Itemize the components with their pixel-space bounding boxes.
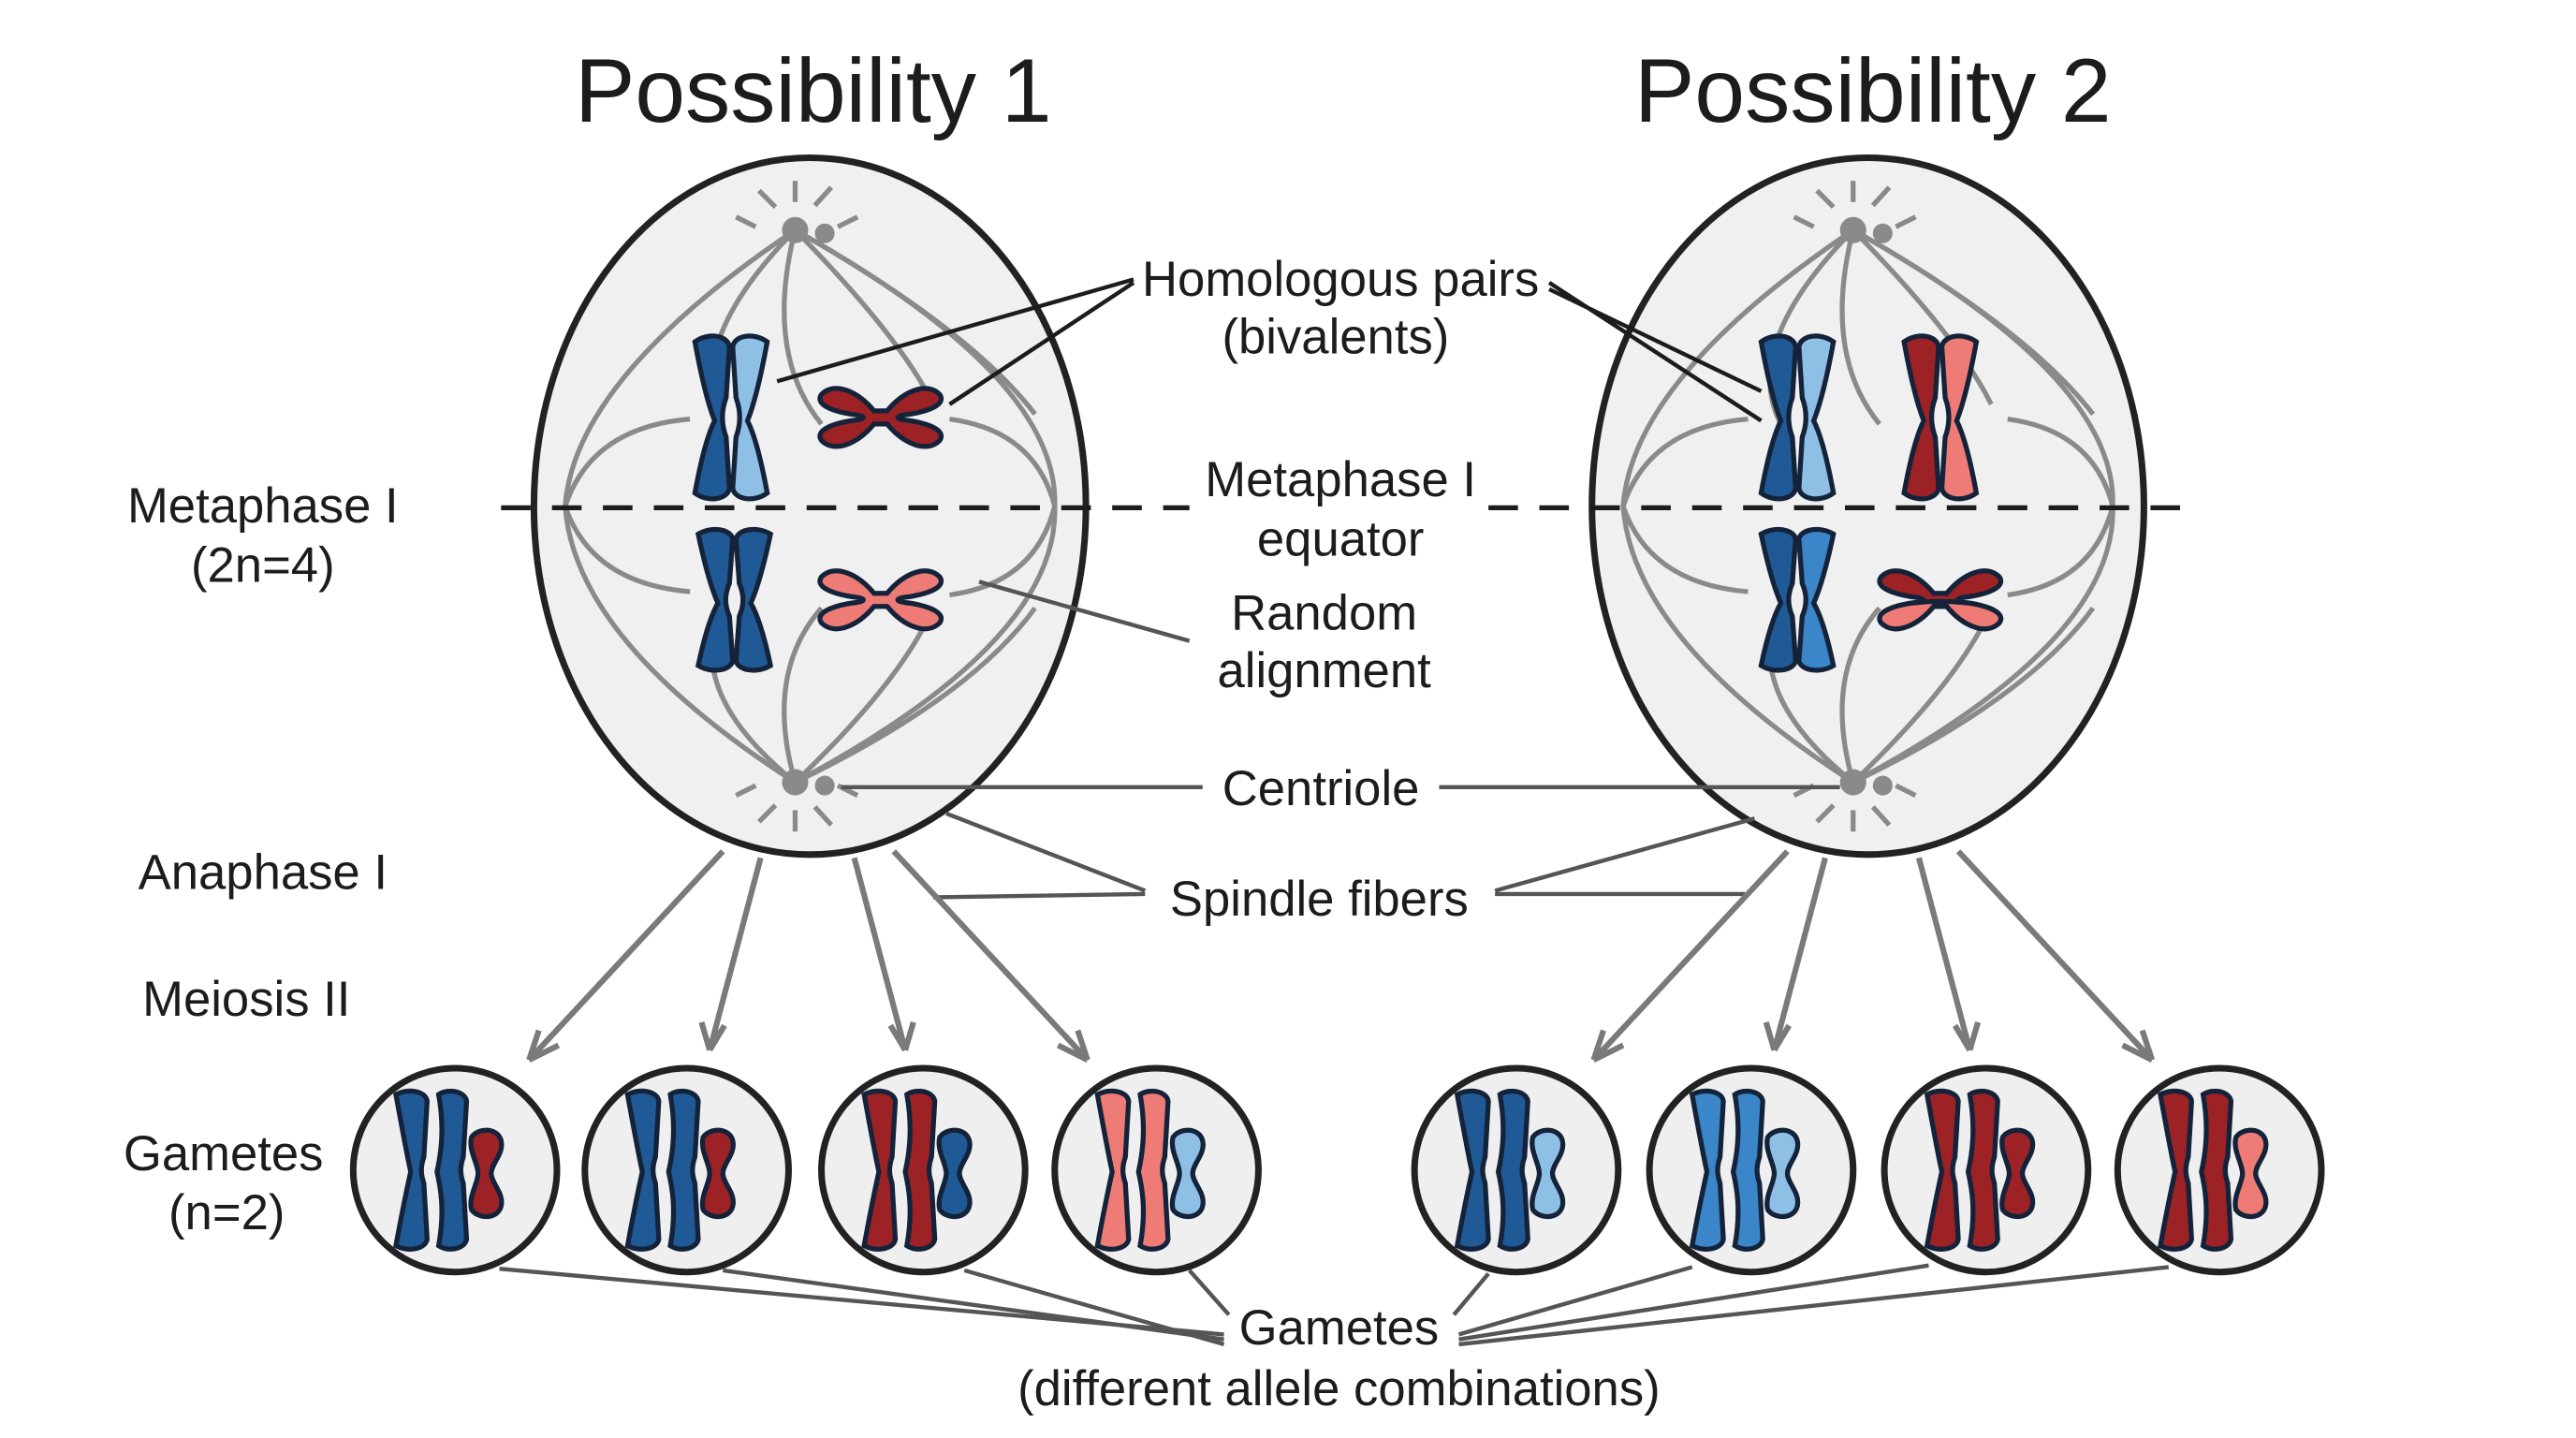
gamete-6 (1646, 1064, 1857, 1276)
title-possibility-2: Possibility 2 (1634, 41, 2112, 141)
centriole-top (782, 216, 835, 243)
gamete-1 (349, 1064, 561, 1276)
centriole-dot (814, 223, 835, 243)
gametes-row (349, 1064, 2325, 1276)
gamete-8 (2114, 1064, 2325, 1276)
centriole-bottom (1839, 769, 1893, 796)
aster-rays-bottom (735, 783, 859, 832)
callout-equator-line2: equator (1257, 511, 1425, 566)
x-chromosome-blue-pair-top (692, 333, 770, 502)
aster-rays-bottom (1793, 783, 1917, 832)
callout-random-line1: Random (1231, 585, 1417, 640)
aster-rays-top (1793, 181, 1917, 229)
callout-gametes: Gametes (1239, 1300, 1440, 1356)
stage-metaphase-ploidy: (2n=4) (191, 537, 335, 593)
callout-leaders (776, 277, 1840, 900)
gamete-7 (1881, 1064, 2092, 1276)
callout-allele-combinations: (different allele combinations) (1017, 1361, 1661, 1416)
callout-centriole: Centriole (1222, 761, 1420, 816)
gamete-callout-lines (499, 1263, 2169, 1347)
callout-homologous-pairs: Homologous pairs (1142, 252, 1539, 307)
x-chromosome-red-pair-top (1901, 333, 1980, 502)
x-chromosome-blue-pair-top (1758, 333, 1837, 502)
stage-gametes-label: Gametes (124, 1126, 324, 1181)
gamete-4 (1051, 1064, 1262, 1276)
gamete-5 (1411, 1064, 1622, 1276)
centriole-dot (1872, 223, 1893, 243)
callout-equator-line1: Metaphase I (1205, 452, 1476, 507)
x-chromosome-blue-pair-bottom (695, 526, 774, 673)
title-possibility-1: Possibility 1 (575, 41, 1052, 141)
callout-bivalents: (bivalents) (1222, 309, 1449, 364)
x-chromosome-blue-pair-bottom (1758, 526, 1837, 673)
gamete-2 (581, 1064, 792, 1276)
spindle-fibers (1620, 227, 2115, 785)
centriole-dot (1839, 216, 1866, 243)
aster-rays-top (735, 181, 859, 229)
bowtie-chromosome-red-bottom (1877, 568, 2004, 632)
stage-anaphase-label: Anaphase I (139, 845, 388, 901)
callout-random-line2: alignment (1217, 643, 1431, 698)
centriole-dot (782, 216, 809, 243)
centriole-bottom (782, 769, 835, 796)
callout-spindle-fibers: Spindle fibers (1170, 872, 1469, 927)
stage-metaphase-label: Metaphase I (127, 478, 399, 534)
division-arrows (526, 849, 2156, 1063)
stage-gametes-ploidy: (n=2) (168, 1185, 285, 1240)
gamete-3 (818, 1064, 1029, 1276)
centriole-dot (1872, 775, 1893, 796)
centriole-top (1839, 216, 1893, 243)
centriole-dot (782, 769, 809, 796)
bowtie-chromosome-red-top (817, 386, 944, 449)
stage-meiosis2-label: Meiosis II (142, 972, 350, 1027)
bowtie-chromosome-pink-bottom (817, 568, 944, 632)
centriole-dot (1839, 769, 1866, 796)
centriole-dot (814, 775, 835, 796)
